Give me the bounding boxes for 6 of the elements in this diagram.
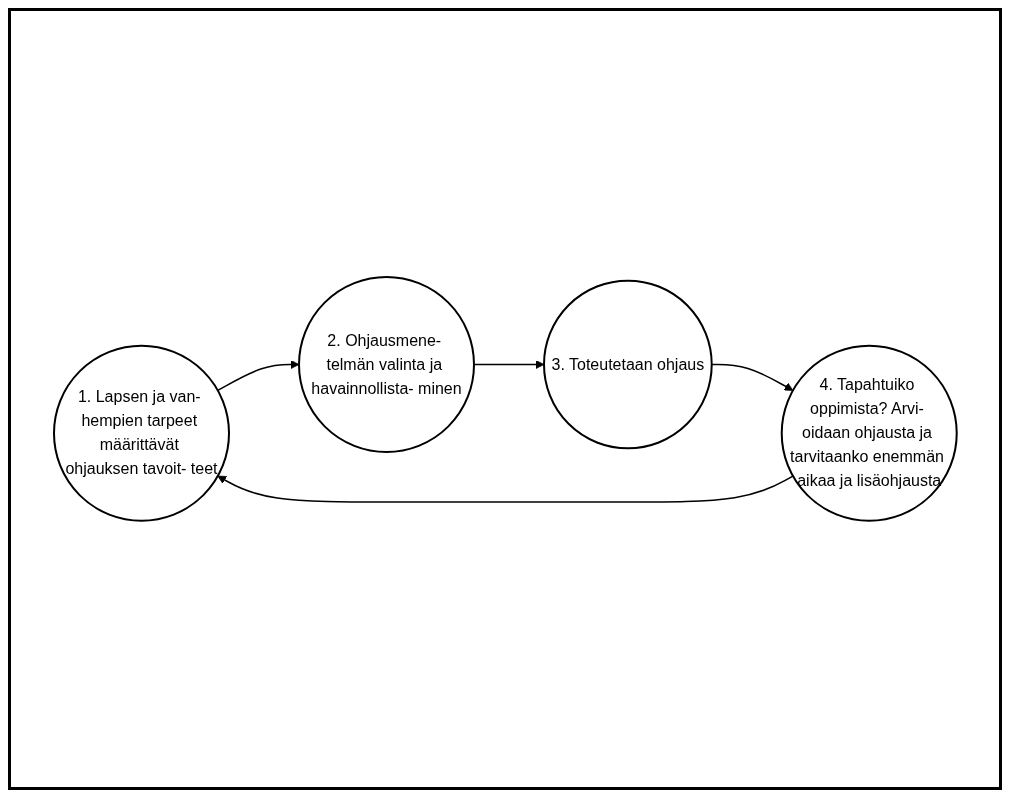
- node-circle: [297, 276, 475, 454]
- page-border: 1. Lapsen ja van- hempien tarpeet määrittävät ohjauksen tavoit- teet 2. Ohjausmene- telmän valinta ja havainnollista- minen 3. Toteutetaan ohjaus 4. Tapahtuiko oppimista? Arvi- oidaan ohjausta ja tarvitaanko enemmän aikaa ja lisäohjausta: [8, 8, 1002, 790]
- node-circle: [52, 344, 230, 522]
- arrow: [217, 475, 794, 503]
- node-circle: [542, 279, 713, 450]
- node-circle: [780, 344, 958, 522]
